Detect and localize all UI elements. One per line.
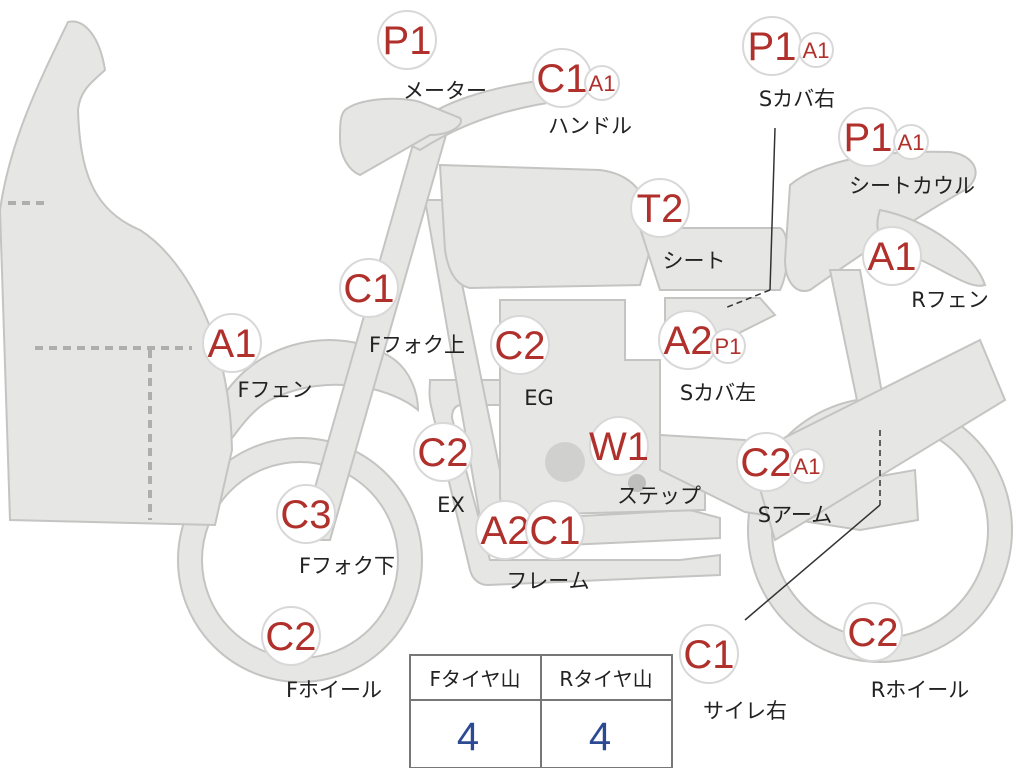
grade-badge — [261, 606, 321, 666]
motorcycle-silhouette — [0, 20, 1013, 683]
exhaust-pipe-shape — [428, 379, 721, 587]
grade-badge — [862, 226, 922, 286]
meter-shape — [338, 97, 462, 177]
grade-badge-text: P1 — [844, 116, 893, 160]
part-label: フレーム — [506, 569, 589, 593]
grade-badge — [377, 10, 437, 70]
grade-badge-text: P1 — [715, 334, 742, 359]
grade-badge-text: P1 — [748, 25, 797, 69]
part-marker-step: W1 ステップ — [589, 416, 701, 508]
grade-badge-text: A1 — [868, 235, 917, 279]
grade-badge-text: C1 — [536, 57, 587, 101]
part-label: EG — [524, 386, 554, 410]
grade-badge-text: A2 — [481, 509, 530, 553]
grade-badge-text: C2 — [740, 441, 791, 485]
grade-badge-text: C1 — [343, 267, 394, 311]
grade-badge-text: A1 — [898, 130, 925, 155]
grade-badge — [798, 32, 834, 68]
grade-badge-text: C2 — [265, 615, 316, 659]
part-label: Sカバ左 — [680, 381, 756, 405]
grade-badge-text: C3 — [280, 493, 331, 537]
grade-badge — [413, 422, 473, 482]
grade-badge-text: A2 — [664, 319, 713, 363]
grade-badge-text: C2 — [417, 431, 468, 475]
silencer-shape — [748, 338, 1007, 542]
part-marker-meter: P1 メーター — [377, 10, 487, 103]
grade-badge — [789, 448, 825, 484]
part-label: シート — [663, 249, 726, 273]
grade-badge-text: C1 — [683, 633, 734, 677]
grade-badge — [710, 328, 746, 364]
grade-badge-text: T2 — [637, 187, 684, 231]
grade-badge — [202, 313, 262, 373]
part-label: ハンドル — [548, 114, 632, 138]
grade-badge — [679, 624, 739, 684]
grade-badge-text: A1 — [803, 38, 830, 63]
front-tire-depth-value: 4 — [457, 715, 479, 759]
part-label: メーター — [403, 79, 487, 103]
part-label: Rホイール — [871, 678, 970, 702]
step-peg-detail — [628, 474, 646, 492]
part-label: Fフォク下 — [299, 554, 395, 578]
part-label: シートカウル — [849, 174, 975, 198]
part-label: Sアーム — [758, 503, 832, 527]
part-label: Fホイール — [286, 678, 382, 702]
rear-tire-depth-value: 4 — [589, 715, 611, 759]
grade-badge-text: W1 — [589, 425, 649, 469]
grade-badge — [584, 65, 620, 101]
front-cowl-shape — [0, 20, 234, 527]
part-label: EX — [437, 493, 465, 517]
grade-badge-text: C2 — [847, 611, 898, 655]
grade-badge — [490, 315, 550, 375]
grade-badge — [843, 602, 903, 662]
part-label: Sカバ右 — [759, 87, 835, 111]
part-marker-silencer-right: C1 サイレ右 — [679, 624, 787, 723]
grade-badge-text: A1 — [794, 454, 821, 479]
grade-badge-text: C2 — [494, 324, 545, 368]
grade-badge — [525, 500, 585, 560]
grade-badge — [589, 416, 649, 476]
grade-badge — [339, 258, 399, 318]
part-label: ステップ — [617, 484, 701, 508]
fuel-tank-shape — [438, 163, 652, 290]
part-marker-seat: T2 シート — [630, 178, 726, 273]
front-tire-header: Fタイヤ山 — [430, 667, 521, 691]
part-label: サイレ右 — [703, 699, 787, 723]
grade-badge-text: A1 — [208, 322, 257, 366]
grade-badge-text: A1 — [589, 71, 616, 96]
part-label: Rフェン — [911, 288, 989, 312]
leader-lines — [724, 127, 881, 621]
grade-badge — [893, 124, 929, 160]
tire-tread-table: Fタイヤ山 Rタイヤ山 4 4 — [409, 654, 673, 768]
part-label: Fフェン — [237, 378, 312, 402]
part-label: Fフォク上 — [369, 333, 465, 357]
grade-badge — [276, 484, 336, 544]
engine-cover-detail — [545, 442, 585, 482]
rear-tire-header: Rタイヤ山 — [559, 667, 652, 691]
grade-badge — [630, 178, 690, 238]
grade-badge-text: C1 — [529, 509, 580, 553]
grade-badge-text: P1 — [383, 19, 432, 63]
